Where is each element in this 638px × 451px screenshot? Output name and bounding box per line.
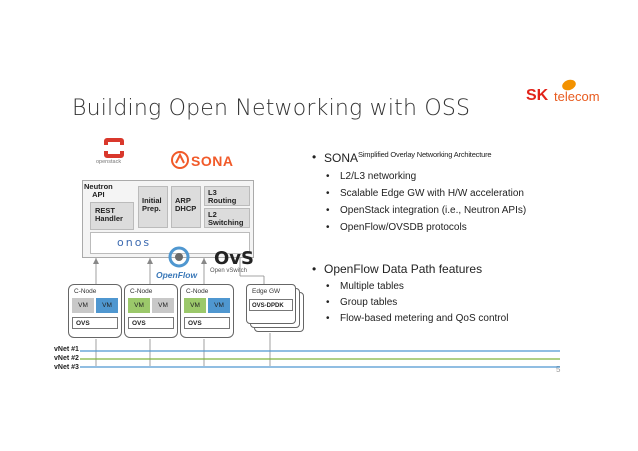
l2-switching-box: L2 Switching — [204, 208, 250, 228]
l3-routing-label: L3 Routing — [208, 188, 237, 206]
page-number: 5 — [556, 365, 561, 374]
openflow-item: Flow-based metering and QoS control — [326, 313, 508, 324]
onos-label: onos — [117, 236, 152, 249]
vm-box: VM — [208, 298, 230, 313]
rest-handler-box: REST Handler — [90, 202, 134, 230]
openflow-item: Multiple tables — [326, 281, 508, 292]
openstack-label: openstack — [96, 159, 122, 165]
ovs-logo-text: OvS — [214, 248, 254, 269]
edge-gw-label: Edge GW — [252, 288, 281, 295]
vnet-label: vNet #3 — [54, 364, 79, 371]
openflow-item: Group tables — [326, 297, 508, 308]
sona-item: OpenFlow/OVSDB protocols — [326, 222, 526, 233]
ovs-box: OVS — [184, 317, 230, 329]
openflow-logo: OpenFlow — [156, 246, 206, 282]
openstack-icon-bar — [100, 145, 128, 151]
c-node-label: C-Node — [74, 288, 97, 295]
edge-gw-stack: Edge GW OVS-DPDK — [246, 284, 306, 336]
sk-telecom-logo: SK telecom — [526, 77, 616, 110]
openflow-heading: OpenFlow Data Path features — [312, 262, 508, 276]
sona-logo: SONA — [170, 150, 234, 172]
c-node-label: C-Node — [186, 288, 209, 295]
arp-dhcp-box: ARP DHCP — [171, 186, 201, 228]
ovs-box: OVS — [128, 317, 174, 329]
vm-box: VM — [152, 298, 174, 313]
logo-sk-text: SK — [526, 87, 549, 104]
sona-item: OpenStack integration (i.e., Neutron API… — [326, 205, 526, 216]
ovs-box: OVS — [72, 317, 118, 329]
vm-box: VM — [72, 298, 94, 313]
openstack-logo: openstack — [96, 138, 136, 168]
ovs-logo: OvS Open vSwitch — [210, 248, 262, 276]
ovs-dpdk-box: OVS-DPDK — [249, 299, 293, 311]
vm-box: VM — [184, 298, 206, 313]
neutron-api-label: Neutron API — [84, 182, 113, 200]
c-node: C-Node VM VM OVS — [124, 284, 178, 338]
vm-box: VM — [128, 298, 150, 313]
vnet-label: vNet #2 — [54, 355, 79, 362]
sona-item: L2/L3 networking — [326, 171, 526, 182]
l2-switching-label: L2 Switching — [208, 210, 244, 228]
open-vswitch-label: Open vSwitch — [210, 268, 248, 274]
sona-item: Scalable Edge GW with H/W acceleration — [326, 188, 526, 199]
openflow-icon — [168, 246, 190, 268]
vnet-label: vNet #1 — [54, 346, 79, 353]
c-node: C-Node VM VM OVS — [180, 284, 234, 338]
c-node: C-Node VM VM OVS — [68, 284, 122, 338]
sona-heading-superscript: Simplified Overlay Networking Architectu… — [358, 150, 492, 159]
sona-icon — [171, 151, 189, 169]
sona-logo-text: SONA — [191, 153, 234, 169]
initial-prep-box: Initial Prep. — [138, 186, 168, 228]
vm-box: VM — [96, 298, 118, 313]
sona-heading-item: SONASimplified Overlay Networking Archit… — [312, 150, 526, 165]
initial-prep-label: Initial Prep. — [142, 196, 162, 214]
rest-handler-label: REST Handler — [95, 206, 123, 224]
sona-bullet-list: SONASimplified Overlay Networking Archit… — [312, 150, 526, 233]
openflow-bullet-list: OpenFlow Data Path features Multiple tab… — [312, 262, 508, 324]
edge-gw-box: Edge GW OVS-DPDK — [246, 284, 296, 324]
openflow-label: OpenFlow — [156, 270, 198, 280]
sona-heading: SONA — [324, 151, 359, 165]
arp-dhcp-label: ARP DHCP — [175, 196, 197, 214]
slide-title: Building Open Networking with OSS — [72, 96, 471, 121]
c-node-label: C-Node — [130, 288, 153, 295]
logo-telecom-text: telecom — [554, 89, 600, 104]
l3-routing-box: L3 Routing — [204, 186, 250, 206]
